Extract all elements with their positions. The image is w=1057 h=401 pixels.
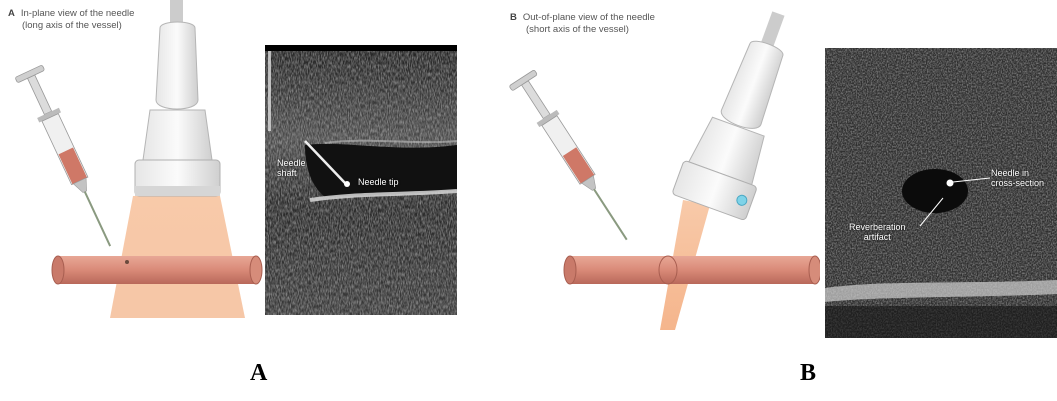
out-of-plane-illustration xyxy=(500,0,820,345)
label-reverberation-artifact: Reverberation artifact xyxy=(849,222,906,242)
ultrasound-probe xyxy=(135,0,220,196)
label-needle-cross-section: Needle in cross-section xyxy=(991,168,1044,188)
label-reverberation-line2: artifact xyxy=(864,232,891,242)
ultrasound-probe xyxy=(672,0,816,220)
label-needle-tip: Needle tip xyxy=(358,177,399,187)
syringe xyxy=(509,70,639,248)
figure-label-b: B xyxy=(800,360,816,387)
ultrasound-image-long-axis: Needle shaft Needle tip xyxy=(265,45,457,315)
label-needle-cross-section-line2: cross-section xyxy=(991,178,1044,188)
in-plane-illustration xyxy=(0,0,270,345)
label-needle-shaft: Needle shaft xyxy=(277,158,306,178)
vessel xyxy=(52,256,262,284)
figure-label-a: A xyxy=(250,360,267,387)
vessel-cross-section xyxy=(902,169,968,213)
vessel xyxy=(564,256,820,284)
label-needle-shaft-line2: shaft xyxy=(277,168,297,178)
label-needle-shaft-line1: Needle xyxy=(277,158,306,168)
vessel-lumen xyxy=(305,144,457,197)
syringe xyxy=(15,65,124,253)
label-needle-cross-section-line1: Needle in xyxy=(991,168,1029,178)
needle-tip-echo xyxy=(344,181,350,187)
needle-echo xyxy=(947,180,954,187)
label-reverberation-line1: Reverberation xyxy=(849,222,906,232)
ultrasound-image-short-axis: Needle in cross-section Reverberation ar… xyxy=(825,48,1057,338)
